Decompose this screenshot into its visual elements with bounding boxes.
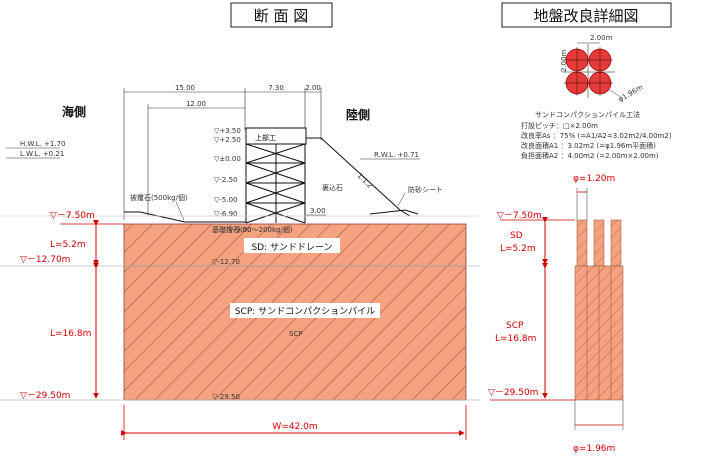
section-title-box: 断 面 図 — [230, 2, 333, 28]
spec-line-3: 改良面積A1 ：3.02m2 (=φ1.96m平面積) — [521, 141, 656, 150]
detail-scp-L: L=16.8m — [495, 334, 536, 344]
detail-phi-top: φ=1.20m — [573, 174, 615, 184]
land-side-label: 陸側 — [346, 107, 370, 122]
detail-title-box: 地盤改良詳細図 — [501, 2, 672, 28]
elev-1270: ▽-12.70 — [212, 258, 240, 266]
top-dimensions — [123, 88, 322, 220]
lvl-1270-label: ▽－12.70m — [20, 255, 70, 265]
L-scp-label: L=16.8m — [50, 329, 91, 339]
lvl-750-label: ▽－7.50m — [50, 211, 95, 221]
elev-500: ▽-5.00 — [214, 196, 238, 204]
L-sd-label: L=5.2m — [50, 240, 86, 250]
detail-lvl-2950: ▽－29.50m — [488, 388, 538, 398]
sea-side-label: 海側 — [62, 104, 86, 119]
detail-sd-label: SD — [510, 231, 523, 241]
dim-300: 3.00 — [310, 207, 326, 215]
pile-section-detail: φ=1.20m φ=1.96m ▽－7.50m SD L=5.2m SCP L=… — [488, 174, 624, 454]
elev-2950: ▽-29.50 — [212, 393, 240, 401]
improvement-zone — [123, 223, 467, 401]
elev-250m: ▽-2.50 — [214, 176, 238, 184]
caisson-structure — [124, 127, 420, 227]
sheet-label: 防砂シート — [408, 185, 443, 194]
detail-title: 地盤改良詳細図 — [533, 7, 638, 25]
rwl-label: R.W.L. +0.71 — [374, 151, 419, 159]
detail-lvl-750: ▽－7.50m — [497, 211, 542, 221]
dim-200: 2.00 — [305, 84, 321, 92]
detail-dim-w: 2.00m — [590, 34, 613, 42]
mound-label: 基礎捨石(50～200kg/個) — [212, 225, 293, 234]
detail-dim-phi: φ1.96m — [617, 83, 645, 104]
elev-000: ▽±0.00 — [214, 155, 241, 163]
pile-plan-detail: 2.00m 2.00m φ1.96m — [560, 34, 645, 104]
elev-250: ▽+2.50 — [214, 136, 241, 144]
lvl-2950-label: ▽－29.50m — [20, 391, 70, 401]
lwl-label: L.W.L. +0.21 — [20, 150, 64, 158]
scp-zone-label: SCP: サンドコンパクションパイル — [235, 306, 375, 317]
armor-label: 被覆石(500kg/個) — [130, 193, 188, 202]
spec-line-4: 負担面積A2 ：4.00m2 (=2.00m×2.00m) — [521, 151, 659, 160]
elev-350: ▽+3.50 — [214, 127, 241, 135]
spec-line-1: 打設ピッチ：□×2.00m — [521, 121, 598, 130]
water-levels: H.W.L. +1.70 L.W.L. +0.21 R.W.L. +0.71 — [6, 140, 420, 160]
left-red-annotations: ▽－7.50m L=5.2m ▽－12.70m L=16.8m ▽－29.50m… — [20, 211, 467, 440]
dim-12: 12.00 — [186, 100, 206, 108]
detail-scp-label: SCP — [506, 321, 524, 331]
hwl-label: H.W.L. +1.70 — [20, 140, 66, 148]
detail-sd-L: L=5.2m — [500, 244, 536, 254]
spec-line-2: 改良率As ：75% (=A1/A2=3.02m2/4.00m2) — [521, 131, 672, 140]
top-structure-label: 上部工 — [255, 133, 276, 142]
dim-15: 15.00 — [175, 84, 195, 92]
width-label: W=42.0m — [272, 422, 317, 432]
dim-730: 7.30 — [268, 84, 284, 92]
slope-label: 1:1.2 — [356, 172, 374, 190]
backfill-label: 裏込石 — [322, 183, 343, 192]
elev-690: ▽-6.90 — [214, 210, 238, 218]
scp-small-label: SCP — [289, 330, 303, 338]
spec-title: サンドコンパクションパイル工法 — [535, 110, 640, 119]
detail-phi-bottom: φ=1.96m — [573, 444, 615, 454]
section-title: 断 面 図 — [254, 7, 309, 25]
elevation-labels: ▽+3.50 ▽+2.50 ▽±0.00 ▽-2.50 ▽-5.00 ▽-6.9… — [214, 127, 241, 218]
spec-text: サンドコンパクションパイル工法 打設ピッチ：□×2.00m 改良率As ：75%… — [521, 110, 672, 160]
elev-900: ▽-9.00 — [228, 226, 252, 234]
detail-dim-h: 2.00m — [560, 49, 568, 72]
sd-zone-label: SD: サンドドレーン — [251, 242, 332, 253]
